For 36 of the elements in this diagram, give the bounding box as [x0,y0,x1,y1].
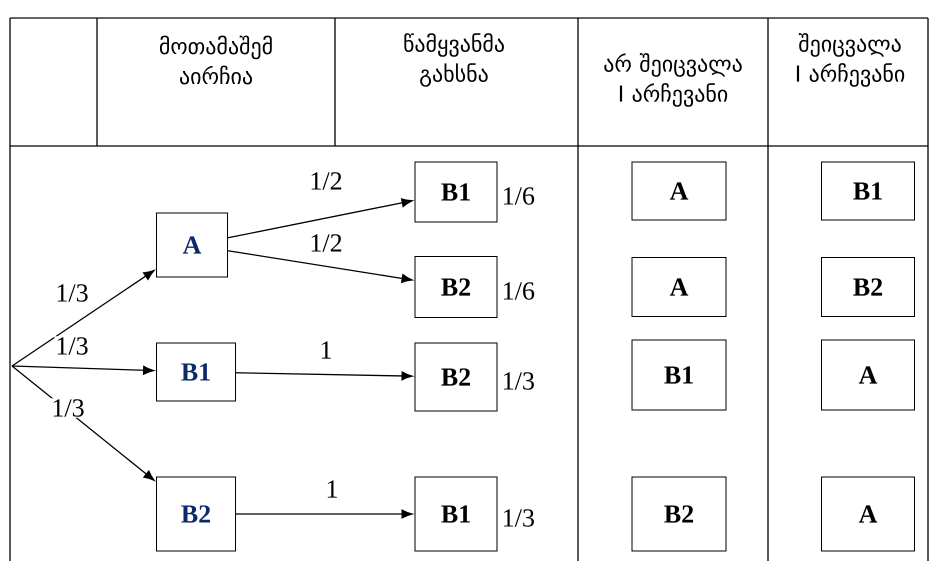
edge-label: 1/2 [308,233,344,253]
arrow [228,250,413,283]
letter-box: A [156,212,228,278]
edge-label: 1 [318,340,334,360]
probability-label: 1/3 [504,372,534,390]
letter-box: B2 [414,256,498,318]
arrow [236,510,413,518]
edge-label: 1/2 [308,171,344,191]
letter-box: B1 [414,162,498,222]
probability-label: 1/6 [504,187,534,205]
letter-box: A [821,340,915,410]
letter-box: B1 [414,476,498,552]
letter-box: A [632,162,726,220]
letter-box: A [632,257,726,317]
probability-label: 1/6 [504,282,534,300]
letter-box: B1 [821,162,915,220]
probability-label: 1/3 [504,509,534,527]
edge-label: 1/3 [50,398,86,418]
column-header: მოთამაშემ აირჩია [160,36,272,84]
arrow [12,270,154,367]
arrow [12,365,154,375]
arrow [236,371,413,380]
column-header: არ შეიცვალა I არჩევანი [604,53,742,107]
edge-label: 1/3 [54,283,90,303]
letter-box: B2 [156,476,236,552]
column-header: შეიცვალა I არჩევანი [796,33,904,87]
letter-box: B2 [632,476,726,552]
edge-label: 1 [324,479,340,499]
arrow [228,198,413,238]
letter-box: B1 [632,340,726,410]
letter-box: A [821,476,915,552]
letter-box: B2 [414,342,498,412]
letter-box: B1 [156,342,236,402]
edge-label: 1/3 [54,336,90,356]
letter-box: B2 [821,257,915,317]
column-header: წამყვანმა გახსნა [404,33,504,87]
